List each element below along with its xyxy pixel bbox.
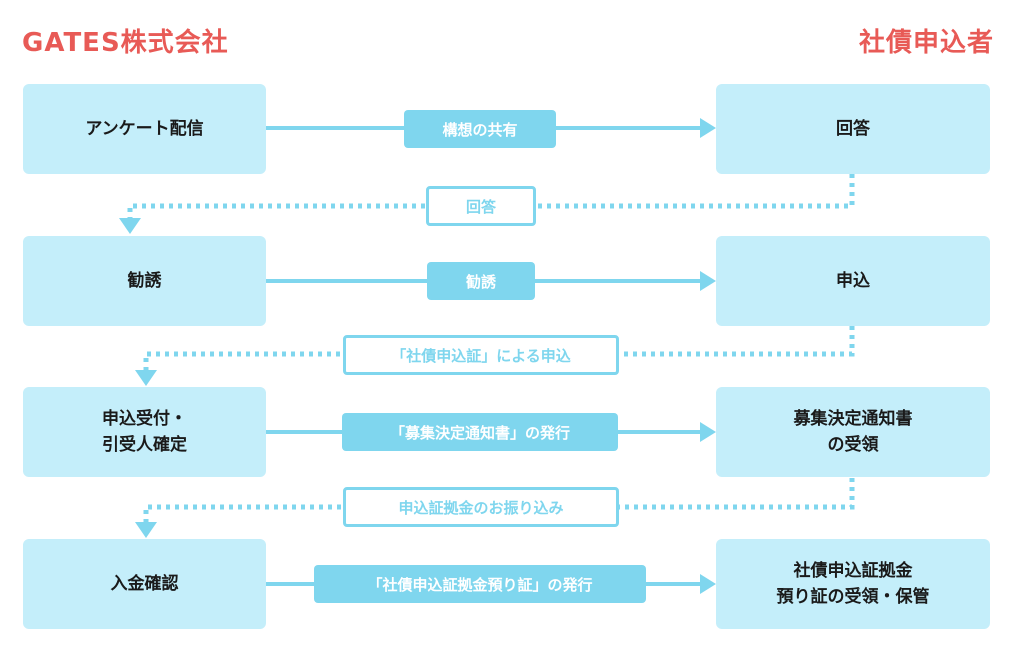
step-application-acceptance: 申込受付・ 引受人確定 — [23, 387, 266, 477]
step-application: 申込 — [716, 236, 990, 326]
step-answer: 回答 — [716, 84, 990, 174]
return-label-answer: 回答 — [426, 186, 536, 226]
return-label-deposit-transfer: 申込証拠金のお振り込み — [343, 487, 619, 527]
step-payment-confirmation: 入金確認 — [23, 539, 266, 629]
return-label-application-form: 「社債申込証」による申込 — [343, 335, 619, 375]
forward-label-solicitation: 勧誘 — [427, 262, 535, 300]
forward-label-receipt-issuance: 「社債申込証拠金預り証」の発行 — [314, 565, 646, 603]
forward-label-notice-issuance: 「募集決定通知書」の発行 — [342, 413, 618, 451]
step-notice-receipt: 募集決定通知書 の受領 — [716, 387, 990, 477]
step-survey-distribution: アンケート配信 — [23, 84, 266, 174]
step-solicitation: 勧誘 — [23, 236, 266, 326]
company-header: GATES株式会社 — [22, 28, 229, 58]
applicant-header: 社債申込者 — [858, 28, 994, 58]
forward-label-concept-sharing: 構想の共有 — [404, 110, 556, 148]
step-receipt-storage: 社債申込証拠金 預り証の受領・保管 — [716, 539, 990, 629]
return-arrow-1 — [119, 174, 855, 234]
